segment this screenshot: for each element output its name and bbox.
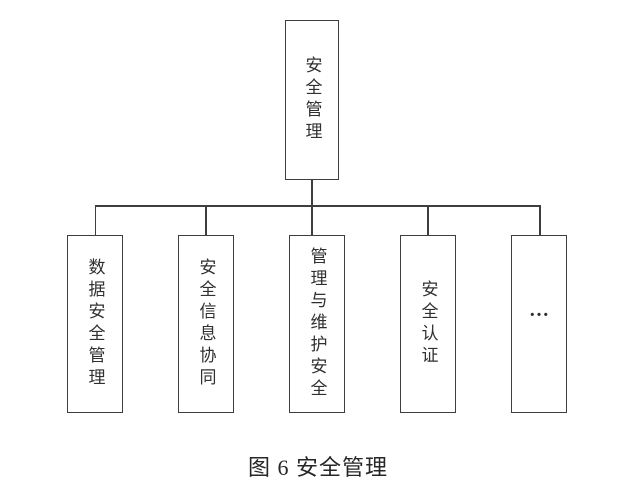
node-security-management-label: 安全管理 (302, 56, 322, 144)
connector-root-stem (311, 180, 313, 235)
node-data-security-management-label: 数据安全管理 (85, 258, 105, 390)
node-security-management: 安全管理 (285, 20, 339, 180)
figure-caption: 图 6 安全管理 (247, 455, 388, 480)
node-data-security-management: 数据安全管理 (67, 235, 123, 413)
node-ellipsis-label: … (529, 299, 549, 321)
connector-drop-2 (205, 205, 207, 236)
node-management-maintenance-security-label: 管理与维护安全 (307, 247, 327, 401)
connector-drop-1 (94, 205, 96, 236)
node-security-authentication: 安全认证 (400, 235, 456, 413)
connector-horizontal-bus (94, 205, 541, 207)
node-ellipsis: … (511, 235, 567, 413)
node-security-info-collaboration: 安全信息协同 (178, 235, 234, 413)
node-security-authentication-label: 安全认证 (418, 280, 438, 368)
connector-drop-5 (539, 205, 541, 236)
connector-drop-4 (427, 205, 429, 236)
node-security-info-collaboration-label: 安全信息协同 (196, 258, 216, 390)
node-management-maintenance-security: 管理与维护安全 (289, 235, 345, 413)
